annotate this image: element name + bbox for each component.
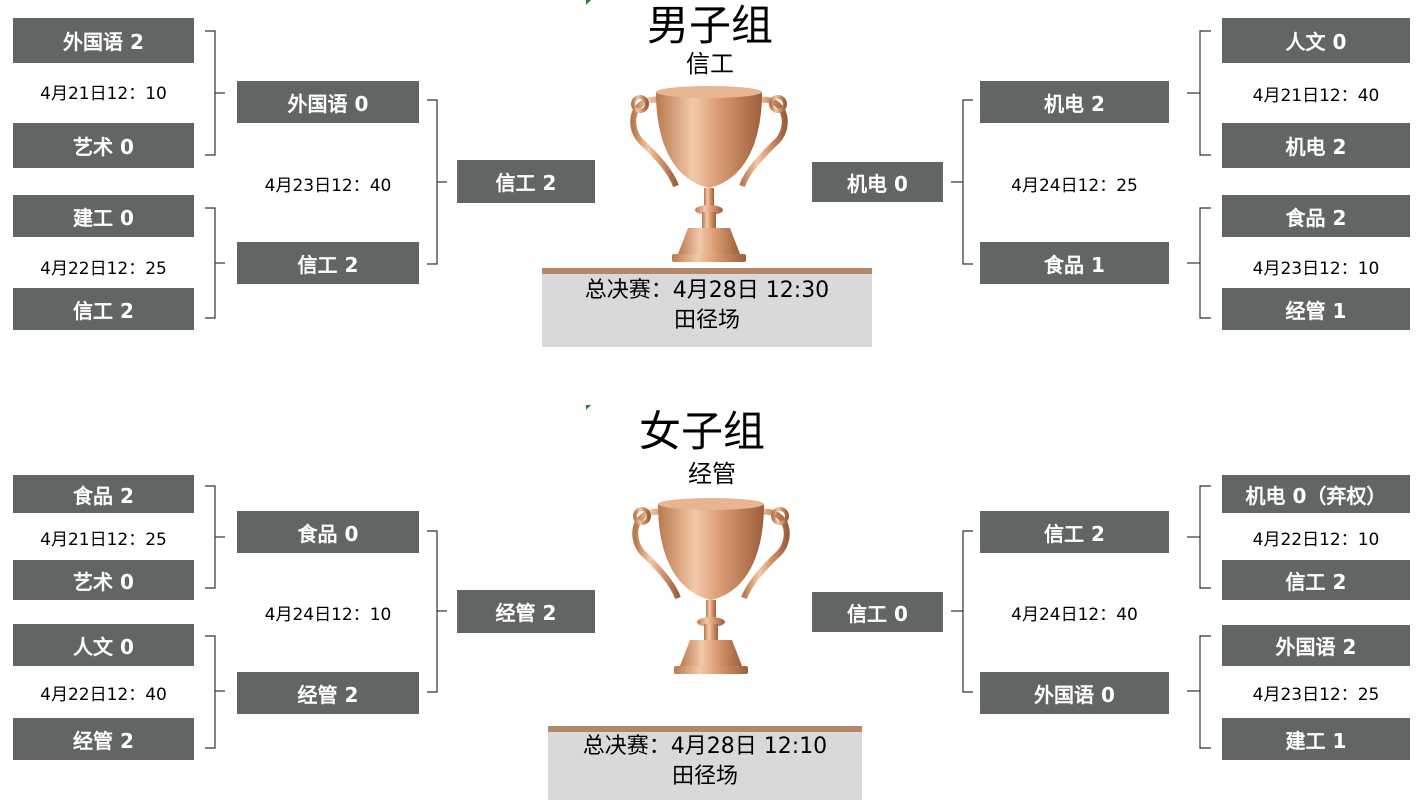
- women-left-r1-m2-team-a: 人文 0: [13, 624, 194, 666]
- men-champion: 信工: [686, 50, 734, 78]
- women-right-r2-team-a: 信工 2: [980, 511, 1169, 553]
- women-right-r2-time: 4月24日12：40: [1011, 605, 1138, 625]
- women-left-r1-m1-team-a: 食品 2: [13, 475, 194, 513]
- women-left-semifinal-winner: 经管 2: [457, 590, 595, 633]
- men-right-r2-time: 4月24日12：25: [1011, 176, 1138, 196]
- women-left-r2-team-b: 经管 2: [237, 672, 419, 714]
- women-right-r2-team-b: 外国语 0: [980, 672, 1169, 714]
- women-right-r1-m2-team-a: 外国语 2: [1222, 625, 1410, 666]
- women-left-r1-m1-time: 4月21日12：25: [40, 530, 167, 550]
- women-final-venue: 田径场: [671, 764, 738, 789]
- women-right-r1-m1-team-a: 机电 0（弃权）: [1222, 475, 1410, 513]
- men-right-r1-m2-time: 4月23日12：10: [1252, 259, 1380, 279]
- men-right-r1-m1-time: 4月21日12：40: [1252, 86, 1380, 106]
- men-final-schedule: 总决赛：4月28日 12:30: [584, 278, 830, 303]
- trophy-icon: [630, 86, 788, 262]
- men-left-r1-m1-team-a: 外国语 2: [13, 18, 194, 63]
- men-left-r1-m2-team-a: 建工 0: [13, 195, 194, 237]
- men-left-r2-team-b: 信工 2: [237, 242, 419, 284]
- men-right-semifinal-winner: 机电 0: [812, 162, 943, 202]
- women-right-r1-m2-time: 4月23日12：25: [1252, 685, 1380, 705]
- women-right-r1-m1-team-b: 信工 2: [1222, 560, 1410, 600]
- corner-mark-icon: [586, 0, 591, 5]
- women-left-r1-m2-time: 4月22日12：40: [40, 685, 167, 705]
- men-left-r2-time: 4月23日12：40: [264, 176, 392, 196]
- men-right-r1-m2-team-b: 经管 1: [1222, 288, 1410, 330]
- women-right-semifinal-winner: 信工 0: [812, 592, 943, 632]
- women-right-r1-m1-time: 4月22日12：10: [1252, 530, 1380, 550]
- trophy-icon: [632, 498, 790, 674]
- men-right-r1-m1-team-b: 机电 2: [1222, 123, 1410, 168]
- men-right-r1-m2-team-a: 食品 2: [1222, 195, 1410, 237]
- men-right-r2-team-a: 机电 2: [980, 81, 1169, 123]
- women-final-schedule: 总决赛：4月28日 12:10: [582, 734, 828, 759]
- men-left-r1-m2-team-b: 信工 2: [13, 288, 194, 330]
- women-left-r1-m1-team-b: 艺术 0: [13, 560, 194, 600]
- women-final-info: 总决赛：4月28日 12:10 田径场: [548, 726, 862, 800]
- men-final-info: 总决赛：4月28日 12:30 田径场: [542, 268, 872, 347]
- women-group-title: 女子组: [638, 407, 765, 456]
- corner-mark-icon: [586, 405, 591, 410]
- women-champion: 经管: [688, 460, 736, 488]
- men-left-r1-m1-team-b: 艺术 0: [13, 123, 194, 168]
- men-right-r2-team-b: 食品 1: [980, 242, 1169, 284]
- men-left-r2-team-a: 外国语 0: [237, 81, 419, 123]
- women-left-r2-time: 4月24日12：10: [264, 605, 392, 625]
- women-left-r1-m2-team-b: 经管 2: [13, 718, 194, 760]
- men-group-title: 男子组: [646, 1, 773, 50]
- men-right-r1-m1-team-a: 人文 0: [1222, 18, 1410, 63]
- women-right-r1-m2-team-b: 建工 1: [1222, 718, 1410, 760]
- men-left-semifinal-winner: 信工 2: [457, 160, 595, 203]
- men-left-r1-m2-time: 4月22日12：25: [40, 259, 167, 279]
- men-left-r1-m1-time: 4月21日12：10: [40, 84, 167, 104]
- men-final-venue: 田径场: [673, 308, 740, 333]
- women-left-r2-team-a: 食品 0: [237, 511, 419, 553]
